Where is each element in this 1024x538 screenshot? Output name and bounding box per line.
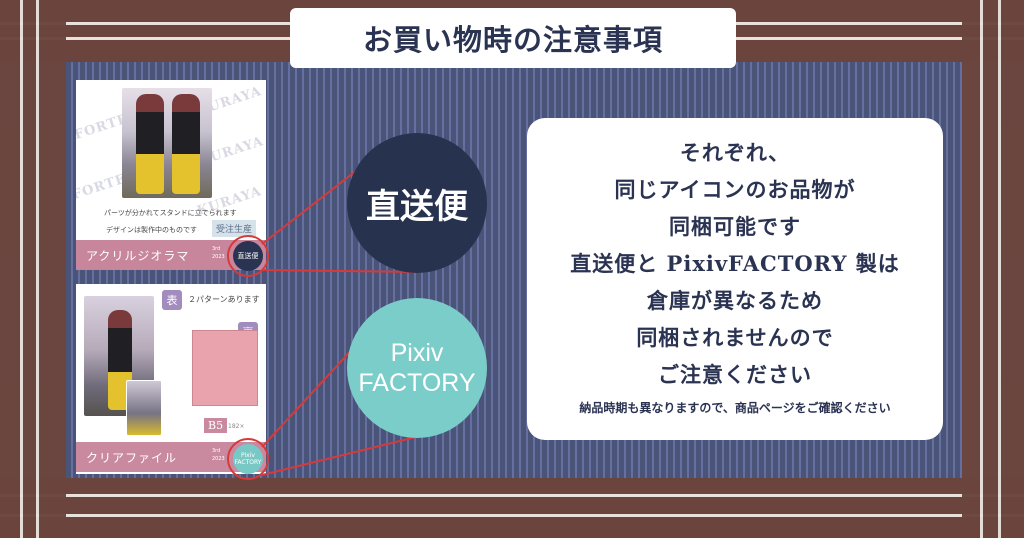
size-note: 182× — [228, 423, 245, 430]
front-side-label: 表 — [162, 290, 182, 310]
pixiv-factory-label: Pixiv FACTORY — [358, 339, 476, 397]
pixiv-factory-icon: Pixiv FACTORY — [347, 298, 487, 438]
notice-line: 同梱されませんので — [636, 325, 834, 350]
made-to-order-tag: 受注生産 — [212, 220, 257, 237]
notice-line: 同じアイコンのお品物が — [614, 177, 856, 202]
mini-note: 3rd — [212, 448, 221, 454]
notice-line: 同梱可能です — [669, 214, 801, 239]
notice-line: 直送便と PixivFACTORY 製は — [570, 251, 900, 276]
character-figure — [172, 94, 200, 194]
page-title: お買い物時の注意事項 — [362, 23, 663, 57]
character-figure — [136, 94, 164, 194]
mini-note: 3rd — [212, 246, 221, 252]
plaid-band-right — [962, 0, 1024, 538]
card-caption: パーツが分かれてスタンドに立てられます — [104, 209, 237, 217]
card-caption-secondary: デザインは製作中のものです — [106, 226, 197, 234]
direct-shipping-icon: 直送便 — [347, 133, 487, 273]
plaid-band-bottom — [0, 478, 1024, 538]
highlight-ring-pixiv — [227, 438, 269, 480]
clear-file-small-artwork — [126, 380, 162, 436]
title-banner: お買い物時の注意事項 — [290, 8, 736, 68]
clear-file-back-sheet — [192, 330, 258, 406]
notice-footnote: 納品時期も異なりますので、商品ページをご確認ください — [579, 401, 891, 415]
product-name: クリアファイル — [86, 450, 178, 465]
mini-note: 2023 — [212, 456, 225, 462]
direct-shipping-label: 直送便 — [366, 186, 468, 227]
highlight-ring-direct — [227, 235, 269, 277]
notice-line: ご注意ください — [658, 362, 812, 387]
size-badge: B5 — [204, 418, 228, 433]
notice-line: 倉庫が異なるため — [647, 288, 823, 313]
product-name: アクリルジオラマ — [86, 248, 190, 263]
notice-card: それぞれ、 同じアイコンのお品物が 同梱可能です 直送便と PixivFACTO… — [527, 118, 943, 440]
mini-note: 2023 — [212, 254, 225, 260]
notice-line: それぞれ、 — [679, 140, 791, 165]
plaid-band-left — [0, 0, 66, 538]
card-caption: ２パターンあります — [188, 295, 260, 304]
